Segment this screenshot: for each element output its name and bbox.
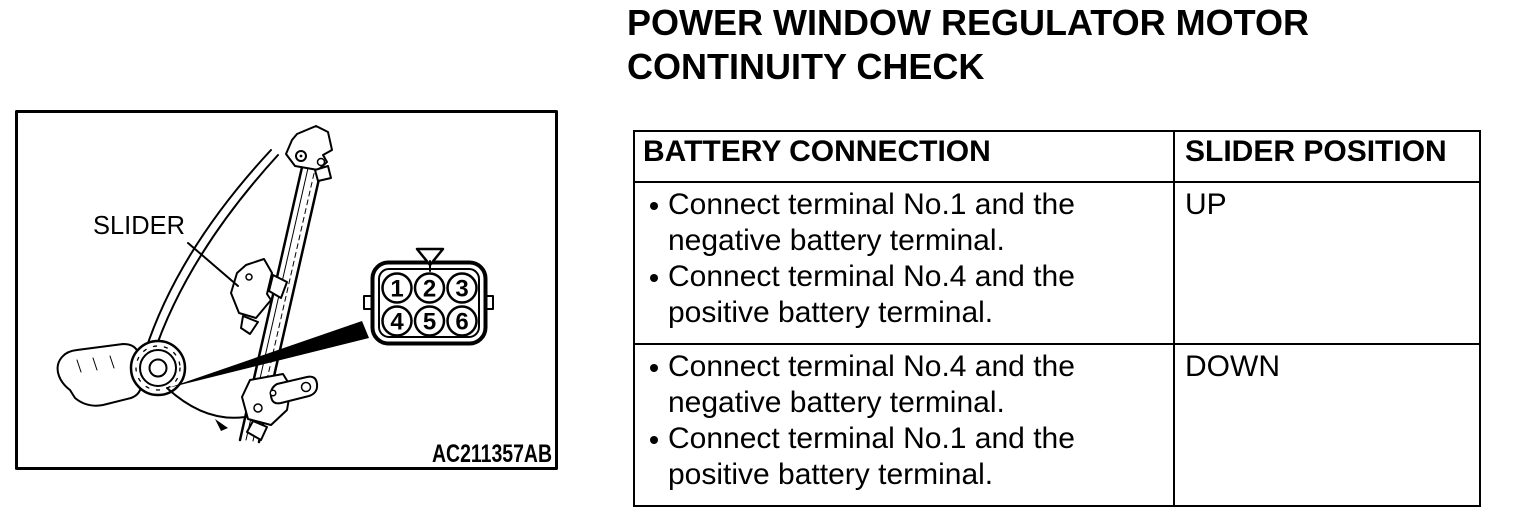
upper-bracket bbox=[285, 125, 333, 182]
slider-block bbox=[230, 258, 288, 335]
continuity-check-table: BATTERY CONNECTION SLIDER POSITION Conne… bbox=[633, 130, 1481, 507]
regulator-diagram: SLIDER 1 2 3 4 5 6 AC211357AB bbox=[15, 110, 558, 470]
table-row-up: Connect terminal No.1 and the negative b… bbox=[633, 181, 1481, 345]
connector-index-triangle bbox=[415, 247, 445, 267]
cable-drum bbox=[129, 339, 187, 397]
slider-position-cell: DOWN bbox=[1173, 343, 1481, 507]
motor bbox=[56, 343, 143, 407]
slider-leader-line bbox=[187, 242, 239, 287]
pin-circle-2 bbox=[413, 272, 446, 304]
regulator-figure: SLIDER 1 2 3 4 5 6 AC211357AB bbox=[15, 110, 558, 470]
pointer-wedge bbox=[168, 321, 369, 388]
connection-step: Connect terminal No.4 and the positive b… bbox=[650, 259, 1130, 331]
pin-circle-6 bbox=[446, 305, 478, 337]
page-title-line-2: CONTINUITY CHECK bbox=[627, 46, 985, 87]
connection-step: Connect terminal No.1 and the negative b… bbox=[650, 187, 1130, 259]
connector-pinout bbox=[363, 247, 494, 346]
table-header-row: BATTERY CONNECTION SLIDER POSITION bbox=[633, 130, 1481, 183]
pin-number-1: 1 bbox=[390, 276, 403, 303]
connection-steps: Connect terminal No.4 and the negative b… bbox=[650, 349, 1163, 493]
col-header-slider-position: SLIDER POSITION bbox=[1173, 130, 1481, 183]
page-title: POWER WINDOW REGULATOR MOTOR CONTINUITY … bbox=[627, 1, 1309, 89]
pin-circle-5 bbox=[413, 305, 446, 337]
connection-step: Connect terminal No.1 and the positive b… bbox=[650, 421, 1130, 493]
slider-label: SLIDER bbox=[93, 210, 185, 240]
connection-steps: Connect terminal No.1 and the negative b… bbox=[650, 187, 1163, 331]
slider-position-cell: UP bbox=[1173, 181, 1481, 345]
pin-number-5: 5 bbox=[423, 309, 436, 336]
pin-circle-1 bbox=[381, 272, 413, 304]
guide-rail bbox=[144, 149, 279, 357]
battery-connection-cell: Connect terminal No.4 and the negative b… bbox=[633, 343, 1175, 507]
figure-border bbox=[15, 110, 558, 470]
pin-number-2: 2 bbox=[423, 276, 436, 303]
figure-code: AC211357AB bbox=[432, 440, 552, 468]
pin-circle-3 bbox=[446, 272, 478, 304]
lower-bracket bbox=[241, 373, 319, 441]
connection-step: Connect terminal No.4 and the negative b… bbox=[650, 349, 1130, 421]
pin-number-6: 6 bbox=[455, 309, 468, 336]
pin-number-3: 3 bbox=[455, 276, 468, 303]
pin-circle-4 bbox=[381, 305, 413, 337]
page-title-line-1: POWER WINDOW REGULATOR MOTOR bbox=[627, 2, 1309, 43]
col-header-battery-connection: BATTERY CONNECTION bbox=[633, 130, 1175, 183]
pin-number-4: 4 bbox=[390, 309, 404, 336]
table-row-down: Connect terminal No.4 and the negative b… bbox=[633, 343, 1481, 507]
battery-connection-cell: Connect terminal No.1 and the negative b… bbox=[633, 181, 1175, 345]
